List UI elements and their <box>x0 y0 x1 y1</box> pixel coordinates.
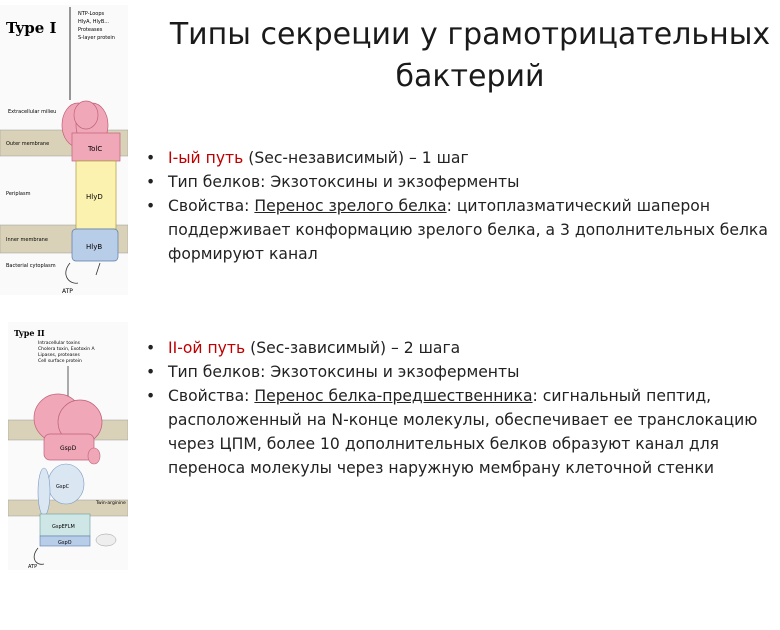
bullet-dot: • <box>146 339 156 357</box>
hlyd-block <box>75 160 117 230</box>
legend-item-3: Proteases <box>78 27 103 33</box>
type-1-bullets: • I-ый путь (Sec-независимый) – 1 шаг • Ти… <box>146 146 778 266</box>
type-1-diagram: Type I NTP-Loops HlyA, HlyB... Proteases… <box>0 7 129 295</box>
substrate-arrow <box>95 262 101 276</box>
caption-line-1: Intracellular toxins <box>38 340 81 346</box>
bullet-dot: • <box>146 387 156 405</box>
bullet-properties-1: • Свойства: Перенос зрелого белка: цитопл… <box>146 194 778 266</box>
hlyb-label: HlyB <box>86 243 102 251</box>
legend-item-2: HlyA, HlyB... <box>78 19 109 25</box>
protein-type-label-2: Тип белков: <box>168 363 266 381</box>
title-line-1: Типы секреции у грамотрицательных <box>169 17 771 52</box>
pseudopilus <box>37 467 51 517</box>
atp-arrow-2 <box>33 547 45 565</box>
type-1-heading: Type I <box>6 19 57 37</box>
atp-arrow <box>65 262 79 284</box>
hlyb-block <box>71 228 119 262</box>
bullet-dot: • <box>146 363 156 381</box>
hlyd-label: HlyD <box>86 193 103 201</box>
caption-line-2: Cholera toxin, Exotoxin A <box>38 346 96 352</box>
bullet-protein-type-2: • Тип белков: Экзотоксины и экзоферменты <box>146 360 778 384</box>
caption-line-4: Cell surface protein <box>38 358 82 364</box>
properties-label-2: Свойства: <box>168 387 250 405</box>
tat-particle <box>95 533 117 547</box>
bullet-pathway-2: • II-ой путь (Sec-зависимый) – 2 шага <box>146 336 778 360</box>
bullet-pathway-1: • I-ый путь (Sec-независимый) – 1 шаг <box>146 146 778 170</box>
gspeflm-label: GspEFLM <box>52 524 75 530</box>
gspd-pilot <box>87 447 101 465</box>
type-1-secretion-figure: Type I NTP-Loops HlyA, HlyB... Proteases… <box>0 5 129 295</box>
protein-type-label-1: Тип белков: <box>168 173 266 191</box>
gspo-block <box>39 535 91 547</box>
tolc-lobe-3 <box>73 100 99 130</box>
properties-term-1: Перенос зрелого белка <box>254 197 447 215</box>
properties-text-1: : цитоплазматический шаперон поддерживае… <box>168 197 768 263</box>
gspo-label: GspO <box>58 540 72 546</box>
atp-label-2: ATP <box>28 564 37 570</box>
bullet-properties-2: • Свойства: Перенос белка-предшественника… <box>146 384 778 480</box>
caption-line-3: Lipases, proteases <box>38 352 80 358</box>
type-2-heading: Type II <box>14 328 45 338</box>
gspd-body <box>43 433 95 461</box>
gspd-label: GspD <box>60 445 77 452</box>
atp-label: ATP <box>62 288 73 295</box>
protein-type-value-1: Экзотоксины и экзоферменты <box>265 173 520 191</box>
legend-item-4: S-layer protein <box>78 35 115 41</box>
tolc-body <box>71 132 121 162</box>
legend-item-1: NTP-Loops <box>78 11 104 17</box>
extracellular-label: Extracellular milieu <box>8 109 56 115</box>
type-2-diagram: Type II Intracellular toxins Cholera tox… <box>7 328 129 570</box>
title-line-2: бактерий <box>395 59 545 94</box>
gspc-label: GspC <box>56 484 70 490</box>
type-2-secretion-figure: Type II Intracellular toxins Cholera tox… <box>7 322 129 570</box>
protein-type-value-2: Экзотоксины и экзоферменты <box>265 363 520 381</box>
tolc-label: TolC <box>87 145 102 153</box>
type-2-bullets: • II-ой путь (Sec-зависимый) – 2 шага • Ти… <box>146 336 778 480</box>
cytoplasm-label: Bacterial cytoplasm <box>6 263 56 269</box>
bullet-dot: • <box>146 197 156 215</box>
bullet-protein-type-1: • Тип белков: Экзотоксины и экзоферменты <box>146 170 778 194</box>
pathway-2-name: II-ой путь <box>168 339 246 357</box>
outer-membrane-label: Outer membrane <box>6 141 49 147</box>
pathway-1-detail: (Sec-независимый) – 1 шаг <box>243 149 469 167</box>
inner-membrane-label: Inner membrane <box>6 237 48 243</box>
periplasm-label: Periplasm <box>6 191 31 197</box>
bullet-dot: • <box>146 149 156 167</box>
twin-label: Twin-arginine <box>95 500 126 506</box>
bullet-dot: • <box>146 173 156 191</box>
pathway-1-name: I-ый путь <box>168 149 244 167</box>
properties-text-2: : сигнальный пептид, расположенный на N-… <box>168 387 758 477</box>
slide-title: Типы секреции у грамотрицательных бактер… <box>150 14 780 98</box>
properties-label-1: Свойства: <box>168 197 250 215</box>
properties-term-2: Перенос белка-предшественника <box>254 387 533 405</box>
pathway-2-detail: (Sec-зависимый) – 2 шага <box>245 339 461 357</box>
